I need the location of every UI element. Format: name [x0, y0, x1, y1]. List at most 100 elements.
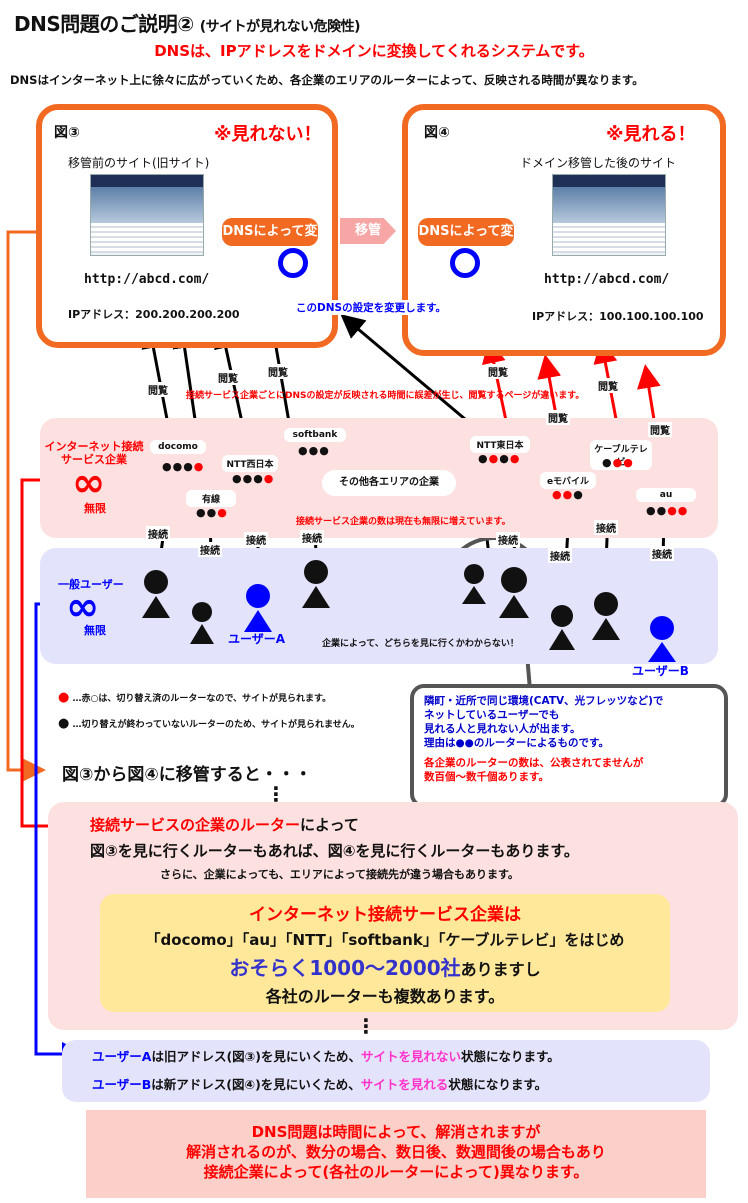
new-site-screenshot: [552, 174, 666, 256]
router-dots-softbank: ●●●: [298, 444, 330, 457]
user-b-status: ユーザーBは新アドレス(図④)を見にいくため、サイトを見れる状態になります。: [92, 1074, 547, 1093]
isp-growing-note: 接続サービス企業の数は現在も無限に増えています。: [296, 517, 511, 527]
ellipsis-2: ⋮: [356, 1014, 376, 1038]
isp-wired: 有線: [186, 490, 236, 507]
figure-3-status: ※見れない！: [214, 124, 322, 145]
conclusion-line2: 解消されるのが、数分の場合、数日後、数週間後の場合もあり: [186, 1143, 606, 1161]
dns-ring-icon-fig3: [278, 248, 308, 278]
user-b-status-c: サイトを見れる: [360, 1077, 449, 1092]
isp-catv: ケーブルテレビ: [590, 440, 652, 470]
router-dots-docomo: ●●●●: [162, 460, 205, 473]
isp-timing-note: 接続サービス企業ごとにDNSの設定が反映される時間に誤差が生じ、閲覧するページが…: [186, 391, 585, 401]
flow-step2-line3: さらに、企業によっても、エリアによって接続先が違う場合もあります。: [160, 868, 519, 881]
yellow-line3a: おそらく1000～2000社: [229, 956, 461, 980]
router-dots-au: ●●●●: [646, 504, 689, 517]
old-site-screenshot: [90, 174, 204, 256]
browse-label-5: 閲覧: [546, 410, 570, 425]
neighbor-callout: 隣町・近所で同じ環境(CATV、光フレッツなど)で ネットしているユーザーでも …: [410, 684, 728, 808]
figure-3-caption: 移管前のサイト(旧サイト): [68, 156, 210, 170]
user-a-status-d: 状態になります。: [460, 1049, 560, 1064]
isp-au: au: [636, 488, 696, 502]
browse-label-3: 閲覧: [266, 364, 290, 379]
connect-label-7: 接続: [594, 520, 618, 535]
user-unlimited: 無限: [84, 624, 106, 637]
unknown-note: 企業によって、どちらを見に行くかわからない！: [322, 639, 519, 649]
router-dots-catv: ●●●: [602, 456, 634, 469]
yellow-line3: おそらく1000～2000社ありますし: [100, 952, 670, 981]
user-a-label: ユーザーA: [228, 632, 286, 646]
connect-label-8: 接続: [650, 546, 674, 561]
intro-note: DNSはインターネット上に徐々に広がっていくため、各企業のエリアのルーターによっ…: [10, 73, 644, 87]
fig4-ip: IPアドレス：100.100.100.100: [532, 310, 704, 323]
subtitle: DNSは、IPアドレスをドメインに変換してくれるシステムです。: [154, 42, 594, 60]
conclusion-line3: 接続企業によって(各社のルーターによって)異なります。: [203, 1163, 589, 1181]
router-dots-emobile: ●●●: [552, 488, 584, 501]
flow-step2: 接続サービスの企業のルーターによって: [90, 814, 359, 835]
legend-black: ● …切り替えが終わっていないルーターのため、サイトが見られません。: [58, 716, 360, 731]
figure-4-box: 図④ ※見れる！ ドメイン移管した後のサイト DNSによって変換 http://…: [402, 104, 726, 356]
legend-black-text: …切り替えが終わっていないルーターのため、サイトが見られません。: [72, 720, 360, 730]
page-title: DNS問題のご説明② (サイトが見れない危険性): [14, 8, 360, 37]
connect-label-6: 接続: [548, 548, 572, 563]
yellow-line3b: ありますし: [460, 960, 541, 979]
browse-label-4: 閲覧: [486, 364, 510, 379]
callout-line6: 数百個～数千個あります。: [424, 771, 549, 783]
callout-line5: 各企業のルーターの数は、公表されてませんが: [424, 757, 644, 769]
fig3-url: http://abcd.com/: [84, 272, 210, 287]
isp-docomo: docomo: [150, 440, 206, 454]
title-sub: (サイトが見れない危険性): [199, 19, 361, 35]
user-status-box: [62, 1040, 710, 1102]
user-a-status-b: は旧アドレス(図③)を見にいくため、: [151, 1049, 361, 1064]
isp-ntt-east: NTT東日本: [470, 436, 530, 453]
flow-step2-line2: 図③を見に行くルーターもあれば、図④を見に行くルーターもあります。: [90, 842, 579, 860]
transfer-arrow: 移管: [340, 218, 396, 244]
connect-label-3: 接続: [244, 532, 268, 547]
title-main: DNS問題のご説明②: [14, 12, 194, 36]
router-dots-wired: ●●●: [196, 506, 228, 519]
figure-3-box: 図③ ※見れない！ 移管前のサイト(旧サイト) DNSによって変換 http:/…: [36, 104, 338, 348]
isp-count-box: インターネット接続サービス企業は 「docomo」「au」「NTT」「softb…: [100, 894, 670, 1012]
legend-red-text: …赤○は、切り替え済のルーターなので、サイトが見られます。: [72, 694, 332, 704]
user-b-status-name: ユーザーB: [92, 1077, 152, 1092]
yellow-line4: 各社のルーターも複数あります。: [265, 987, 505, 1006]
isp-ntt-west: NTT西日本: [222, 455, 278, 472]
callout-line1: 隣町・近所で同じ環境(CATV、光フレッツなど)で: [424, 695, 664, 707]
figure-4-status: ※見れる！: [606, 124, 696, 145]
orange-flow-line: [6, 230, 46, 782]
user-a-status: ユーザーAは旧アドレス(図③)を見にいくため、サイトを見れない状態になります。: [92, 1046, 560, 1065]
user-b-status-d: 状態になります。: [448, 1077, 548, 1092]
user-b-label: ユーザーB: [632, 664, 689, 678]
connect-label-2: 接続: [198, 542, 222, 557]
fig4-url: http://abcd.com/: [544, 272, 670, 287]
browse-label-1: 閲覧: [146, 382, 170, 397]
callout-line2: ネットしているユーザーでも: [424, 709, 560, 721]
flow-step2-rest: によって: [300, 816, 359, 834]
callout-line3: 見れる人と見れない人が出ます。: [424, 723, 581, 735]
callout-line4: 理由は●●のルーターによるものです。: [424, 737, 609, 749]
user-band-title: 一般ユーザー: [58, 578, 124, 591]
figure-4-label: 図④: [424, 125, 450, 141]
isp-softbank: softbank: [284, 428, 346, 442]
other-area-isps: その他各エリアの企業: [322, 470, 456, 496]
user-a-status-c: サイトを見れない: [360, 1049, 461, 1064]
router-dots-ntt-east: ●●●●: [478, 452, 521, 465]
fig3-ip: IPアドレス：200.200.200.200: [68, 308, 240, 321]
connect-label-5: 接続: [496, 532, 520, 547]
user-a-status-name: ユーザーA: [92, 1049, 152, 1064]
figure-4-caption: ドメイン移管した後のサイト: [520, 156, 677, 170]
user-infinity-icon: ∞: [66, 584, 100, 630]
isp-unlimited: 無限: [84, 502, 106, 515]
dns-bubble-fig4: DNSによって変換: [418, 218, 514, 267]
browse-label-2: 閲覧: [216, 370, 240, 385]
isp-emobile: eモバイル: [540, 472, 596, 489]
conclusion-box: DNS問題は時間によって、解消されますが 解消されるのが、数分の場合、数日後、数…: [86, 1110, 706, 1198]
conclusion-line1: DNS問題は時間によって、解消されますが: [251, 1123, 541, 1141]
dns-ring-icon-fig4: [450, 248, 480, 278]
ellipsis-1: ⋮: [266, 782, 286, 806]
router-dots-ntt-west: ●●●●: [232, 472, 275, 485]
flow-step1: 図③から図④に移管すると・・・: [62, 765, 312, 785]
legend-red: ● …赤○は、切り替え済のルーターなので、サイトが見られます。: [58, 690, 332, 705]
connect-label-1: 接続: [146, 526, 170, 541]
isp-band-title: インターネット接続サービス企業: [44, 440, 144, 466]
browse-label-6: 閲覧: [596, 378, 620, 393]
